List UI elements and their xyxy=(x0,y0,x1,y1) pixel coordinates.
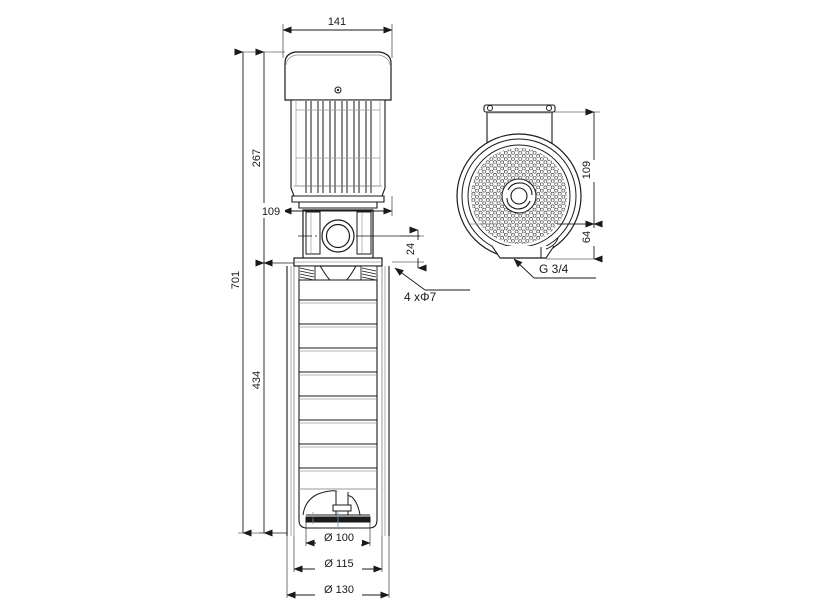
suction-port-foot xyxy=(491,237,559,259)
dim-label-motor-height: 267 xyxy=(251,149,263,167)
callout-label-thread-size: G 3/4 xyxy=(539,262,569,276)
end-view xyxy=(456,104,600,259)
shaft-centre xyxy=(510,187,528,205)
dim-flange-offset: 24 xyxy=(392,226,427,272)
callout-label-bolt-holes: 4 xΦ7 xyxy=(404,290,437,304)
fan-hub xyxy=(501,178,537,214)
callout-bolt-holes: 4 xΦ7 xyxy=(394,267,470,304)
outer-sleeve xyxy=(286,266,390,536)
dim-fan-cover-height: 109 xyxy=(552,108,603,228)
chamber-stage-dividers xyxy=(299,299,377,490)
motor-stator-body xyxy=(290,99,386,209)
fan-cover-screw-icon xyxy=(334,86,342,94)
suction-chamber-detail xyxy=(302,490,371,528)
front-elevation-view xyxy=(284,51,420,536)
dim-label-bore-diameter: Ø 100 xyxy=(324,532,354,544)
coupling-boss-inner xyxy=(325,223,351,249)
pump-head xyxy=(298,209,420,287)
motor-cooling-fins xyxy=(305,101,372,193)
dim-label-head-offset: 109 xyxy=(262,206,280,218)
dim-label-base-diameter: Ø 130 xyxy=(324,584,354,596)
motor-fan-cover xyxy=(284,51,392,101)
front-view-dimensions: 141 267 701 434 109 xyxy=(230,16,470,599)
dim-label-bolt-circle-diameter: Ø 115 xyxy=(324,558,353,570)
motor-flange-plate xyxy=(291,195,385,203)
dim-label-flange-offset: 24 xyxy=(405,243,417,255)
chamber-stack xyxy=(298,279,378,529)
chamber-top-flange xyxy=(293,257,383,281)
callout-thread-size: G 3/4 xyxy=(513,258,596,279)
dim-bolt-circle-diameter: Ø 115 xyxy=(293,536,383,573)
dim-label-overall-height: 701 xyxy=(230,271,242,289)
end-view-dimensions: 109 64 G 3/4 xyxy=(513,108,603,279)
terminal-box-screw-right-icon xyxy=(545,104,553,112)
dim-base-diameter: Ø 130 xyxy=(286,536,390,599)
tie-bolt-right xyxy=(360,265,378,281)
terminal-box-lid xyxy=(483,104,556,113)
dim-port-center-height: 64 xyxy=(546,220,603,263)
dim-label-fan-cover-height: 109 xyxy=(581,161,593,179)
dim-motor-width: 141 xyxy=(282,16,393,58)
dim-overall-height: 701 xyxy=(230,48,287,537)
terminal-box-screw-left-icon xyxy=(486,104,494,112)
dim-label-chamber-height: 434 xyxy=(251,371,263,389)
dim-bore-diameter: Ø 100 xyxy=(305,520,371,547)
dim-chamber-height: 434 xyxy=(251,259,294,537)
dim-label-port-center-height: 64 xyxy=(581,231,593,243)
tie-bolt-left xyxy=(298,265,316,281)
dim-label-motor-width: 141 xyxy=(328,16,346,28)
dim-head-offset: 109 xyxy=(257,196,393,218)
